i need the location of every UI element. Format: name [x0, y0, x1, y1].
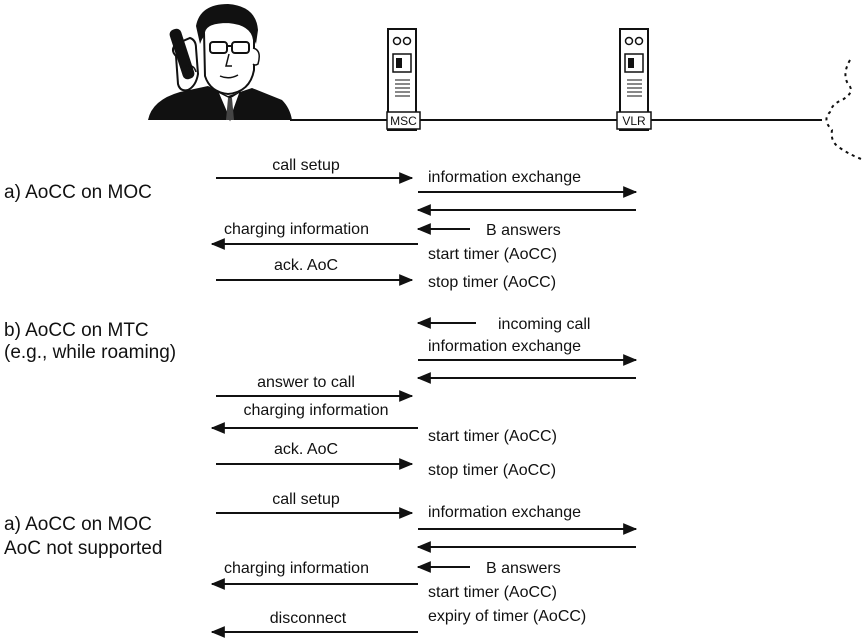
- msg-label: B answers: [486, 560, 561, 577]
- msg-label: call setup: [272, 157, 340, 174]
- msc-label: MSC: [390, 114, 417, 128]
- mobile-user-illustration: [148, 4, 292, 122]
- msg-label: ack. AoC: [274, 257, 338, 274]
- msg-label: information exchange: [428, 169, 581, 186]
- section-subtitle: AoC not supported: [4, 538, 162, 559]
- section-moc: a) AoCC on MOC call setup information ex…: [4, 157, 638, 291]
- msg-label: start timer (AoCC): [428, 584, 557, 601]
- msg-label: charging information: [224, 221, 369, 238]
- msg-label: stop timer (AoCC): [428, 462, 556, 479]
- msg-label: stop timer (AoCC): [428, 274, 556, 291]
- section-mtc: b) AoCC on MTC (e.g., while roaming) inc…: [4, 316, 638, 479]
- section-subtitle: (e.g., while roaming): [4, 342, 176, 363]
- network-cloud-edge: [825, 59, 865, 161]
- msg-label: disconnect: [270, 610, 347, 627]
- section-moc-not-supported: a) AoCC on MOC AoC not supported call se…: [4, 491, 638, 638]
- msg-label: information exchange: [428, 338, 581, 355]
- section-title: a) AoCC on MOC: [4, 182, 152, 203]
- section-title: a) AoCC on MOC: [4, 514, 152, 535]
- vlr-label: VLR: [622, 114, 646, 128]
- section-title: b) AoCC on MTC: [4, 320, 149, 341]
- msg-label: start timer (AoCC): [428, 428, 557, 445]
- msg-label: call setup: [272, 491, 340, 508]
- msg-label: incoming call: [498, 316, 590, 333]
- msg-label: charging information: [244, 402, 389, 419]
- msc-device: MSC: [386, 28, 421, 131]
- msg-label: expiry of timer (AoCC): [428, 608, 586, 625]
- msg-label: answer to call: [257, 374, 355, 391]
- msg-label: ack. AoC: [274, 441, 338, 458]
- vlr-device: VLR: [616, 28, 652, 131]
- msg-label: information exchange: [428, 504, 581, 521]
- msg-label: B answers: [486, 222, 561, 239]
- msg-label: start timer (AoCC): [428, 246, 557, 263]
- msg-label: charging information: [224, 560, 369, 577]
